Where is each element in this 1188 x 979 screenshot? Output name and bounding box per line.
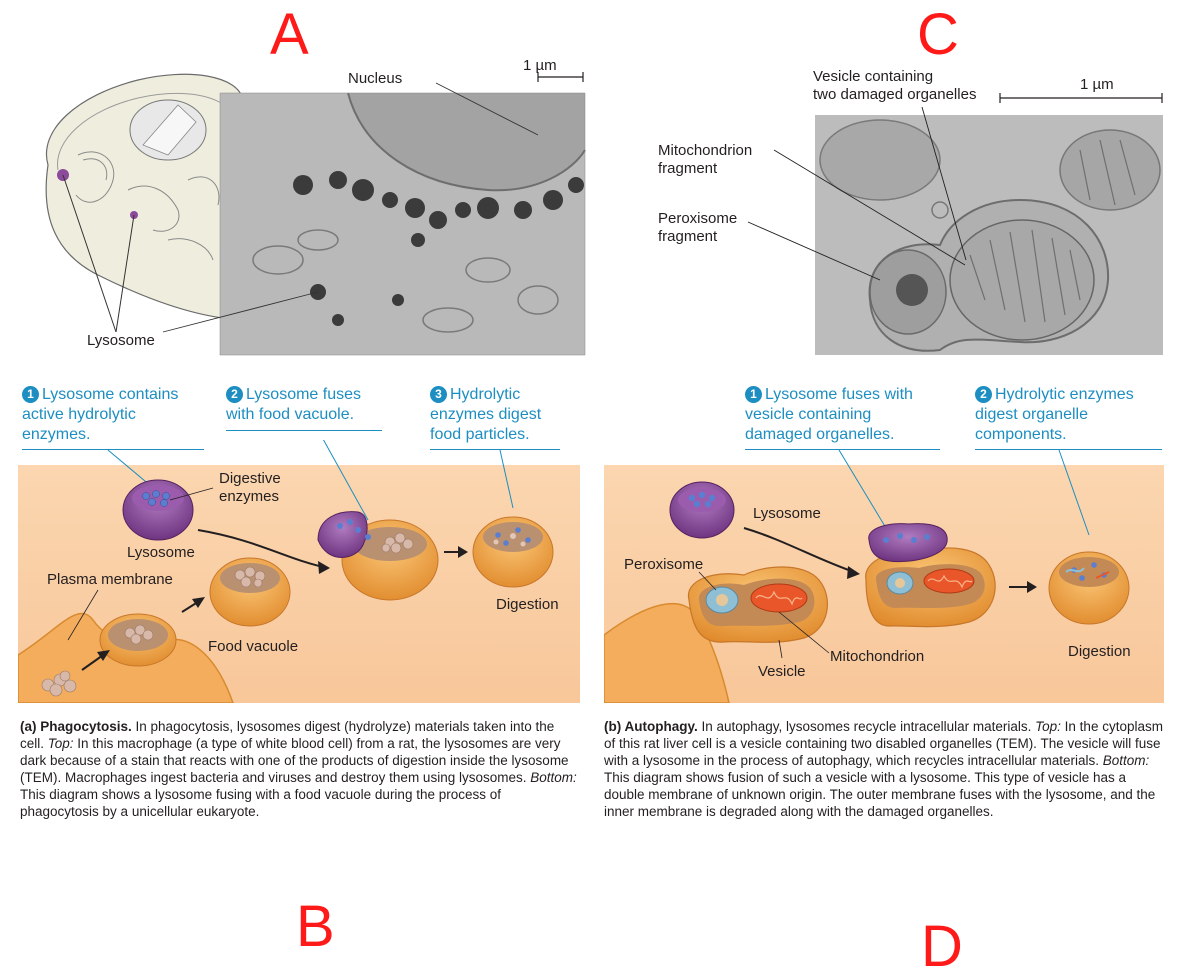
scale-bar-label-c: 1 µm: [1080, 76, 1114, 93]
cell-sketch: [45, 73, 244, 333]
peroxisome-label: Peroxisome: [624, 556, 704, 573]
lysosome-label-a: Lysosome: [87, 332, 155, 349]
phagocytosis-caption: (a) Phagocytosis. In phagocytosis, lysos…: [20, 718, 580, 820]
step-text: enzymes digest: [430, 406, 542, 423]
plasma-membrane-label: Plasma membrane: [47, 571, 173, 588]
vesicle-label: Vesicle: [758, 663, 806, 680]
label-line: Mitochondrion: [658, 142, 753, 159]
label-line: Vesicle containing: [813, 68, 934, 85]
step-text: with food vacuole.: [226, 406, 355, 423]
step-number-badge: 1: [22, 386, 39, 403]
tem-micrograph-liver: [815, 115, 1163, 355]
autophagy-micrograph-figure: [747, 93, 1163, 355]
digestion-label-a: Digestion: [496, 596, 559, 613]
step-underline: [745, 449, 940, 450]
caption-top-label: Top:: [47, 736, 74, 751]
step-underline: [975, 449, 1162, 450]
caption-body: In phagocytosis, lysosomes digest (hydro…: [20, 719, 555, 751]
label-line: two damaged organelles: [813, 86, 977, 103]
caption-bottom-label: Bottom:: [1102, 753, 1150, 768]
step-text: enzymes.: [22, 426, 91, 443]
caption-bottom-text: This diagram shows fusion of such a vesi…: [604, 770, 1156, 819]
label-line: fragment: [658, 160, 718, 177]
vesicle-containing-label: Vesicle containing two damaged organelle…: [813, 68, 976, 104]
lysosome-label-b: Lysosome: [127, 544, 195, 561]
letter-d: D: [921, 914, 963, 979]
caption-top-label: Top:: [1035, 719, 1061, 734]
food-vacuole-label: Food vacuole: [208, 638, 299, 655]
lysosome-label-d: Lysosome: [753, 505, 821, 522]
step-text: Lysosome contains: [42, 386, 179, 403]
nucleus-label: Nucleus: [348, 70, 403, 87]
step-underline: [226, 430, 382, 431]
caption-title: (b) Autophagy.: [604, 719, 698, 734]
step-text: Hydrolytic: [450, 386, 521, 403]
step-text: digest organelle: [975, 406, 1088, 423]
step-number-badge: 3: [430, 386, 447, 403]
step-number-badge: 2: [975, 386, 992, 403]
label-line: Peroxisome: [658, 210, 738, 227]
autophagy-caption: (b) Autophagy. In autophagy, lysosomes r…: [604, 718, 1170, 820]
caption-bottom-label: Bottom:: [530, 770, 577, 785]
digestion-label-d: Digestion: [1068, 643, 1131, 660]
step-text: Hydrolytic enzymes: [995, 386, 1134, 403]
step-text: active hydrolytic: [22, 406, 136, 423]
step-number-badge: 2: [226, 386, 243, 403]
phagocytosis-diagram: [18, 440, 554, 703]
step-underline: [430, 449, 560, 450]
label-line: fragment: [658, 228, 718, 245]
caption-top-text: In this macrophage (a type of white bloo…: [20, 736, 569, 785]
label-line: Digestive: [219, 470, 281, 487]
autophagy-diagram: [604, 449, 1130, 703]
step-text: Lysosome fuses: [246, 386, 362, 403]
caption-title: (a) Phagocytosis.: [20, 719, 132, 734]
digestive-enzymes-label: Digestive enzymes: [219, 470, 281, 506]
tem-micrograph-macrophage: [162, 82, 586, 356]
step-text: components.: [975, 426, 1067, 443]
label-line: enzymes: [219, 488, 280, 505]
letter-a: A: [270, 2, 309, 67]
step-text: vesicle containing: [745, 406, 872, 423]
step-number-badge: 1: [745, 386, 762, 403]
step-underline: [22, 449, 204, 450]
mitochondrion-label: Mitochondrion: [830, 648, 925, 665]
step-text: Lysosome fuses with: [765, 386, 913, 403]
step-text: food particles.: [430, 426, 530, 443]
letter-b: B: [296, 894, 335, 959]
phagocytosis-micrograph-figure: [45, 72, 586, 356]
caption-body: In autophagy, lysosomes recycle intracel…: [697, 719, 1036, 734]
scale-bar-label-a: 1 µm: [523, 57, 557, 74]
caption-top-text: In the cytoplasm of this rat liver cell …: [604, 719, 1163, 768]
peroxisome-fragment-label: Peroxisome fragment: [658, 210, 737, 246]
mitochondrion-fragment-label: Mitochondrion fragment: [658, 142, 752, 178]
caption-bottom-text: This diagram shows a lysosome fusing wit…: [20, 787, 501, 819]
step-text: damaged organelles.: [745, 426, 895, 443]
letter-c: C: [917, 2, 959, 67]
